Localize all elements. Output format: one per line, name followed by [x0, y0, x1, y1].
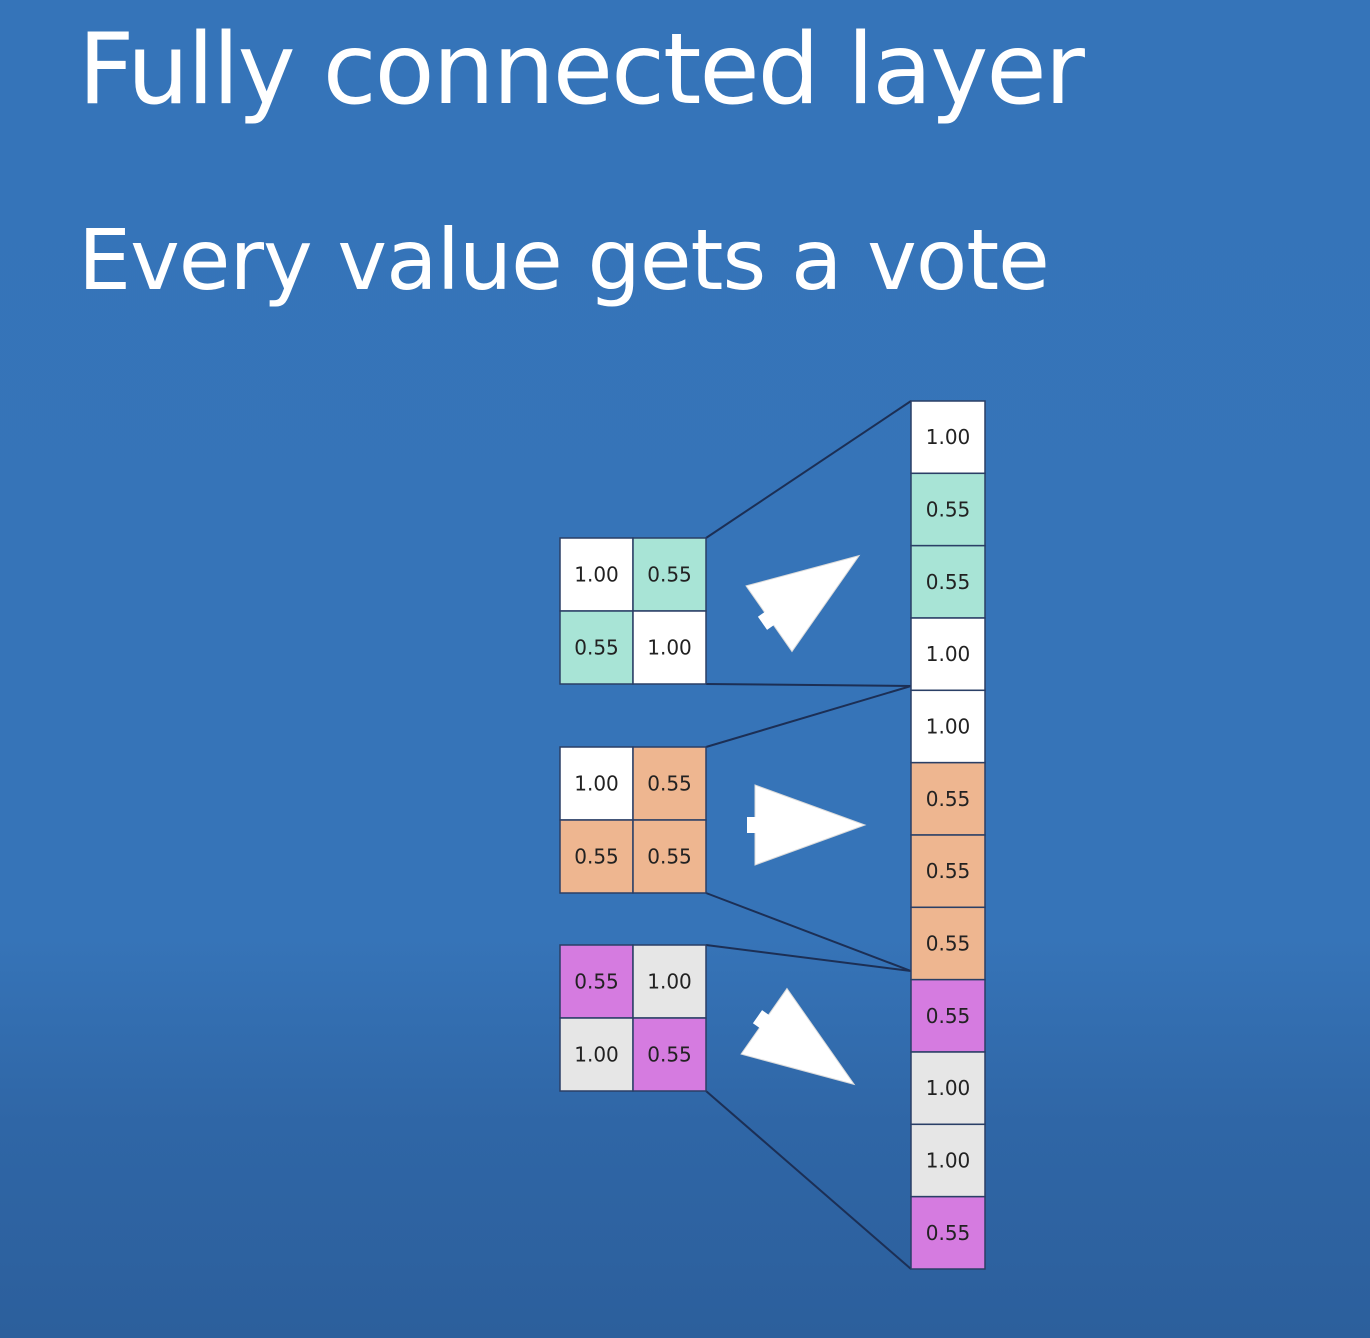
- output-cell: 0.55: [910, 761, 986, 836]
- output-cell: 0.55: [910, 834, 986, 909]
- output-cell-bg: [910, 834, 986, 909]
- output-cell-value: 0.55: [926, 932, 971, 956]
- grid-cell: 1.00: [559, 1017, 634, 1092]
- grid-cell-value: 1.00: [574, 563, 619, 587]
- grid-cell: 0.55: [559, 819, 634, 894]
- output-column: 1.00 0.55 0.55 1.00 1.00 0.55 0.55 0.55 0.55 1.00…: [910, 400, 986, 1270]
- grid-cell: 1.00: [632, 610, 707, 685]
- grid-cell-value: 0.55: [647, 563, 692, 587]
- grid-cell-bg: [559, 610, 634, 685]
- output-cell-value: 1.00: [926, 425, 971, 449]
- connector-line-6: [705, 1090, 912, 1270]
- output-cell: 1.00: [910, 1051, 986, 1126]
- grid-cell-bg: [559, 819, 634, 894]
- grid-cell-bg: [632, 1017, 707, 1092]
- grid-cell: 0.55: [559, 944, 634, 1019]
- output-cell-value: 0.55: [926, 570, 971, 594]
- output-cell: 1.00: [910, 400, 986, 475]
- grid-cell-value: 0.55: [574, 970, 619, 994]
- output-cell-bg: [910, 1195, 986, 1270]
- connector-line-1: [705, 400, 912, 539]
- grid-cell-bg: [632, 610, 707, 685]
- grid-cell: 0.55: [632, 537, 707, 612]
- output-cell: 1.00: [910, 689, 986, 764]
- output-cell: 0.55: [910, 544, 986, 619]
- connector-lines: [705, 400, 912, 1270]
- output-cell: 1.00: [910, 1123, 986, 1198]
- output-cell-value: 0.55: [926, 1221, 971, 1245]
- output-cell-value: 0.55: [926, 787, 971, 811]
- grid-cell-value: 0.55: [574, 845, 619, 869]
- connector-line-5: [705, 944, 912, 972]
- grid-cell-bg: [559, 537, 634, 612]
- grid-cell-value: 1.00: [574, 1043, 619, 1067]
- grid-cell-bg: [632, 944, 707, 1019]
- arrow-up-right-icon: [745, 554, 861, 653]
- grid-cell: 1.00: [632, 944, 707, 1019]
- connector-line-3: [705, 685, 912, 748]
- output-cell-bg: [910, 544, 986, 619]
- slide-subtitle: Every value gets a vote: [78, 211, 1050, 309]
- grid-cell: 0.55: [632, 746, 707, 821]
- output-cell: 0.55: [910, 472, 986, 547]
- grid-cell-value: 0.55: [647, 1043, 692, 1067]
- output-cell: 0.55: [910, 906, 986, 981]
- output-cell-value: 1.00: [926, 1076, 971, 1100]
- grid-cell-value: 1.00: [647, 636, 692, 660]
- output-cell-value: 1.00: [926, 642, 971, 666]
- arrows: [740, 554, 867, 1086]
- arrow-right-icon: [747, 784, 867, 866]
- output-cell-value: 1.00: [926, 715, 971, 739]
- input-grid-1: 1.00 0.55 0.55 1.00: [559, 537, 707, 685]
- grid-cell-bg: [632, 537, 707, 612]
- output-cell-value: 0.55: [926, 498, 971, 522]
- output-cell: 0.55: [910, 978, 986, 1053]
- output-cell: 1.00: [910, 617, 986, 692]
- grid-cell: 0.55: [632, 819, 707, 894]
- grid-cell-value: 0.55: [647, 845, 692, 869]
- output-cell-value: 0.55: [926, 1004, 971, 1028]
- grid-cell-value: 1.00: [574, 772, 619, 796]
- connector-line-4: [705, 892, 912, 972]
- slide-title: Fully connected layer: [78, 13, 1085, 127]
- grid-cell: 1.00: [559, 746, 634, 821]
- grid-cell-value: 0.55: [574, 636, 619, 660]
- grid-cell-value: 1.00: [647, 970, 692, 994]
- grid-cell-bg: [632, 819, 707, 894]
- output-cell-value: 1.00: [926, 1149, 971, 1173]
- output-cell-value: 0.55: [926, 859, 971, 883]
- output-cell-bg: [910, 617, 986, 692]
- grid-cell-bg: [559, 1017, 634, 1092]
- connector-line-2: [705, 683, 912, 687]
- output-cell-bg: [910, 1123, 986, 1198]
- grid-cell: 0.55: [559, 610, 634, 685]
- input-grid-3: 0.55 1.00 1.00 0.55: [559, 944, 707, 1092]
- input-grid-2: 1.00 0.55 0.55 0.55: [559, 746, 707, 894]
- grid-cell-bg: [559, 944, 634, 1019]
- output-cell-bg: [910, 1051, 986, 1126]
- grid-cell-value: 0.55: [647, 772, 692, 796]
- output-cell-bg: [910, 978, 986, 1053]
- arrow-down-right-icon: [740, 987, 856, 1086]
- grid-cell: 0.55: [632, 1017, 707, 1092]
- output-cell: 0.55: [910, 1195, 986, 1270]
- grid-cell: 1.00: [559, 537, 634, 612]
